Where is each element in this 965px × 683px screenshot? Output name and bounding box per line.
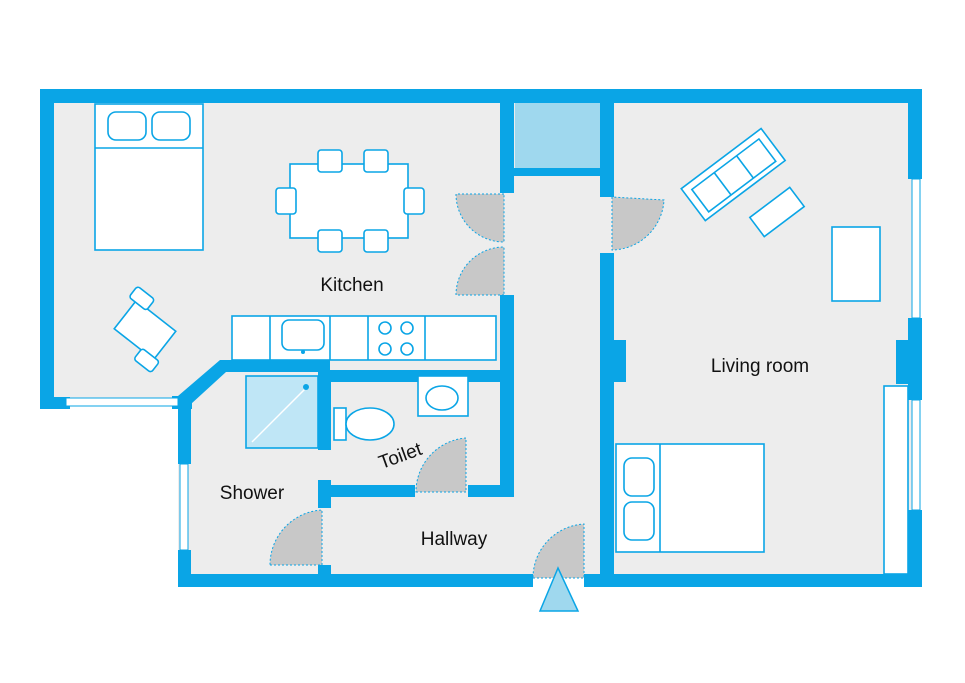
pillow-icon — [107, 111, 147, 141]
window-living-top — [911, 178, 921, 319]
door-kitchen-lower — [455, 246, 505, 296]
walls — [40, 89, 922, 587]
chair-icon — [403, 187, 425, 215]
pillow-icon — [151, 111, 191, 141]
wall-toilet-bottom-right — [468, 485, 514, 497]
sofa-icon — [680, 127, 787, 222]
door-living — [611, 196, 665, 251]
doors — [269, 193, 665, 612]
wardrobe — [883, 385, 909, 575]
wall-shower-left-bottom — [178, 550, 191, 587]
window-shower — [179, 463, 189, 551]
closet — [515, 103, 601, 169]
chair-icon — [363, 229, 389, 253]
wall-right-column — [896, 340, 922, 384]
wall-shower-toilet — [318, 372, 331, 450]
wall-hall-living-top — [600, 89, 614, 197]
wall-toilet-bottom-left — [318, 485, 415, 497]
sink-icon — [281, 319, 325, 351]
wall-kitchen-hall-top — [500, 89, 514, 193]
stove-burner-icon — [400, 342, 414, 356]
room-label-kitchen: Kitchen — [320, 275, 383, 296]
toilet-tank — [333, 407, 347, 441]
living-furniture — [615, 127, 909, 575]
desk-with-chairs — [113, 286, 177, 373]
chair-icon — [275, 187, 297, 215]
windows — [65, 178, 921, 551]
wall-toilet-top — [318, 370, 514, 382]
kitchen-counter — [231, 315, 497, 361]
door-shower — [269, 509, 323, 566]
room-label-shower: Shower — [220, 483, 285, 504]
tv-unit — [831, 226, 881, 302]
room-label-living-room: Living room — [711, 356, 809, 377]
bathroom-fixtures — [245, 375, 469, 449]
wall-right-top — [908, 89, 922, 179]
stove-burner-icon — [400, 321, 414, 335]
coffee-table — [748, 186, 806, 238]
wall-right-bottom — [908, 510, 922, 586]
chair-icon — [317, 229, 343, 253]
chair-icon — [317, 149, 343, 173]
window-living-bottom — [911, 399, 921, 511]
room-label-hallway: Hallway — [421, 529, 488, 550]
wall-shower-hall — [318, 565, 331, 587]
stove-burner-icon — [378, 342, 392, 356]
kitchen-furniture — [94, 103, 497, 373]
outside-area — [48, 404, 178, 590]
wall-top — [40, 89, 922, 103]
door-toilet — [415, 437, 467, 493]
pillow-icon — [623, 457, 655, 497]
window-kitchen — [65, 397, 179, 407]
door-kitchen-upper — [455, 193, 505, 243]
wall-left — [40, 89, 54, 409]
wall-column — [600, 340, 626, 382]
wall-kitchen-hall-bottom — [500, 295, 514, 495]
wall-left-bottom — [40, 397, 70, 409]
wall-diagonal — [178, 360, 330, 404]
wall-closet — [514, 168, 601, 176]
wall-shower-left-top — [178, 404, 191, 464]
wall-bottom-right — [584, 574, 922, 587]
pillow-icon — [623, 501, 655, 541]
dining-table — [289, 163, 409, 239]
wall-hall-living-bottom — [600, 253, 614, 587]
entrance-arrow-icon — [538, 566, 580, 612]
stove-burner-icon — [378, 321, 392, 335]
toilet-icon — [345, 407, 395, 441]
wall-bottom-left — [178, 574, 533, 587]
door-entrance — [532, 523, 585, 579]
chair-icon — [363, 149, 389, 173]
